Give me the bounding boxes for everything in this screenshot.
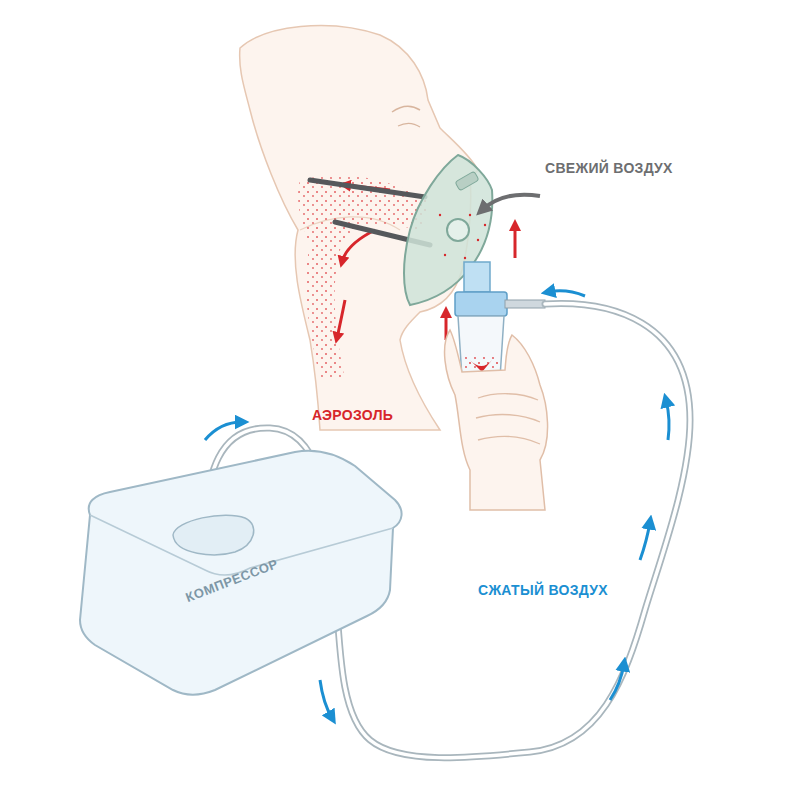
flow-label: СВЕЖИЙ ВОЗДУХ <box>545 160 673 176</box>
compressor-part <box>90 515 393 575</box>
flow-label: АЭРОЗОЛЬ <box>312 407 393 423</box>
compressor-box: КОМПРЕССОР <box>55 440 405 700</box>
flow-label: СЖАТЫЙ ВОЗДУХ <box>478 582 608 598</box>
compressor-part <box>173 515 254 555</box>
compressor-part <box>80 451 402 695</box>
compressor-outline <box>55 440 405 700</box>
